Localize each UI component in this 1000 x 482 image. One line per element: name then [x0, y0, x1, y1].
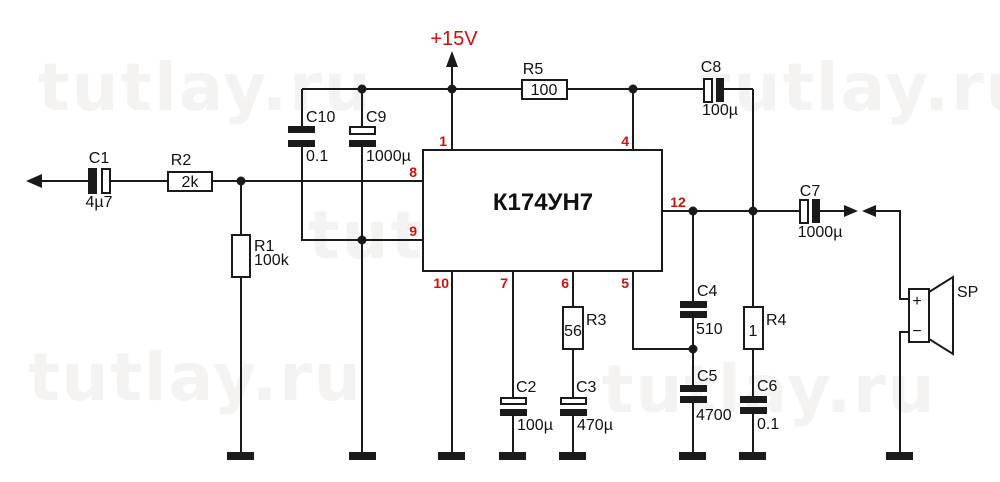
r1-value: 100k: [254, 252, 290, 269]
c4-ref: C4: [697, 283, 718, 300]
wire-speaker-minus: [899, 331, 909, 452]
pin-label-7: 7: [500, 275, 508, 291]
speaker-plus-label: +: [912, 293, 921, 310]
r4-ref: R4: [766, 312, 787, 329]
c3-value: 470µ: [577, 417, 613, 434]
r2-ref: R2: [171, 152, 192, 169]
wire-c10-pin9: [301, 89, 423, 241]
pin-label-8: 8: [409, 164, 417, 180]
ground-symbol: [679, 452, 706, 460]
c9-value: 1000µ: [366, 148, 411, 165]
c1-ref: C1: [89, 150, 110, 167]
c8-ref: C8: [701, 59, 722, 76]
ground-symbol: [886, 452, 913, 460]
ic-name: К174УН7: [493, 189, 593, 216]
c6-ref: C6: [757, 378, 778, 395]
capacitor-c1: C1 4µ7: [85, 150, 112, 211]
resistor-r5: R5 100: [521, 61, 568, 100]
power-arrow-icon: [446, 51, 458, 67]
resistor-r1: R1 100k: [231, 234, 290, 278]
watermark-text: tutlay.ru: [38, 49, 373, 126]
c2-value: 100µ: [517, 417, 553, 434]
watermark-text: tutlay.ru: [602, 351, 937, 428]
c2-ref: C2: [516, 379, 537, 396]
speaker-body: [908, 288, 930, 343]
capacitor-c10: C10 0.1: [288, 109, 335, 165]
junction-dot: [688, 206, 698, 216]
speaker-cone: [928, 275, 954, 356]
wire-speaker-plus: [875, 210, 909, 300]
r1-ref: R1: [254, 238, 275, 255]
junction-dot: [236, 176, 246, 186]
capacitor-c2: C2 100µ: [500, 379, 553, 434]
capacitor-c8: C8 100µ: [701, 59, 738, 119]
c5-ref: C5: [697, 368, 718, 385]
speaker-minus-label: −: [912, 323, 921, 340]
ground-symbol: [559, 452, 586, 460]
ground-symbol: [499, 452, 526, 460]
r5-ref: R5: [523, 61, 544, 78]
capacitor-c3: C3 470µ: [560, 379, 613, 434]
wire-pin5-jog: [632, 271, 693, 350]
c10-value: 0.1: [306, 148, 328, 165]
power-rail-label: +15V: [430, 28, 478, 50]
pin-label-6: 6: [561, 275, 569, 291]
pin-label-4: 4: [621, 133, 629, 149]
speaker: + − SP: [908, 275, 978, 356]
output-arrow-icon: [844, 205, 858, 217]
capacitor-c6: C6 0.1: [740, 378, 779, 433]
c8-value: 100µ: [702, 102, 738, 119]
c3-ref: C3: [576, 379, 597, 396]
resistor-r4: R4 1: [743, 306, 787, 350]
pin-label-9: 9: [409, 223, 417, 239]
resistor-r3: R3 56: [562, 306, 607, 350]
r3-ref: R3: [586, 312, 607, 329]
c7-ref: C7: [800, 183, 821, 200]
capacitor-c5: C5 4700: [680, 368, 732, 424]
capacitor-c9: C9 1000µ: [349, 109, 411, 165]
pin-label-10: 10: [433, 275, 449, 291]
junction-dot: [688, 344, 698, 354]
junction-dot: [628, 84, 638, 94]
c9-ref: C9: [366, 109, 387, 126]
ground-symbol: [438, 452, 465, 460]
capacitor-c7: C7 1000µ: [798, 183, 843, 241]
ground-symbol: [227, 452, 254, 460]
ic-k174un7: К174УН7: [422, 149, 663, 272]
resistor-r2: R2 2k: [167, 152, 213, 192]
c10-ref: C10: [306, 109, 335, 126]
watermark-text: tutlay.ru: [28, 339, 363, 416]
pin-label-5: 5: [621, 275, 629, 291]
junction-dot: [748, 206, 758, 216]
ground-symbol: [349, 452, 376, 460]
c7-value: 1000µ: [798, 224, 843, 241]
watermark-text: tutlay.ru: [700, 49, 1000, 126]
r5-value: 100: [531, 82, 558, 99]
c1-value: 4µ7: [85, 194, 112, 211]
ground-symbol: [739, 452, 766, 460]
pin-label-12: 12: [670, 194, 686, 210]
pin-label-1: 1: [439, 133, 447, 149]
junction-dot: [357, 84, 367, 94]
junction-dot: [447, 84, 457, 94]
input-arrow-icon: [26, 174, 42, 188]
r4-value: 1: [749, 323, 758, 340]
speaker-arrow-icon: [862, 205, 876, 217]
capacitor-c4: C4 510: [680, 283, 723, 338]
speaker-name-label: SP: [957, 284, 978, 301]
r2-value: 2k: [182, 174, 200, 191]
c6-value: 0.1: [757, 416, 779, 433]
junction-dot: [357, 235, 367, 245]
c4-value: 510: [696, 321, 723, 338]
c5-value: 4700: [696, 407, 732, 424]
r3-value: 56: [564, 323, 582, 340]
